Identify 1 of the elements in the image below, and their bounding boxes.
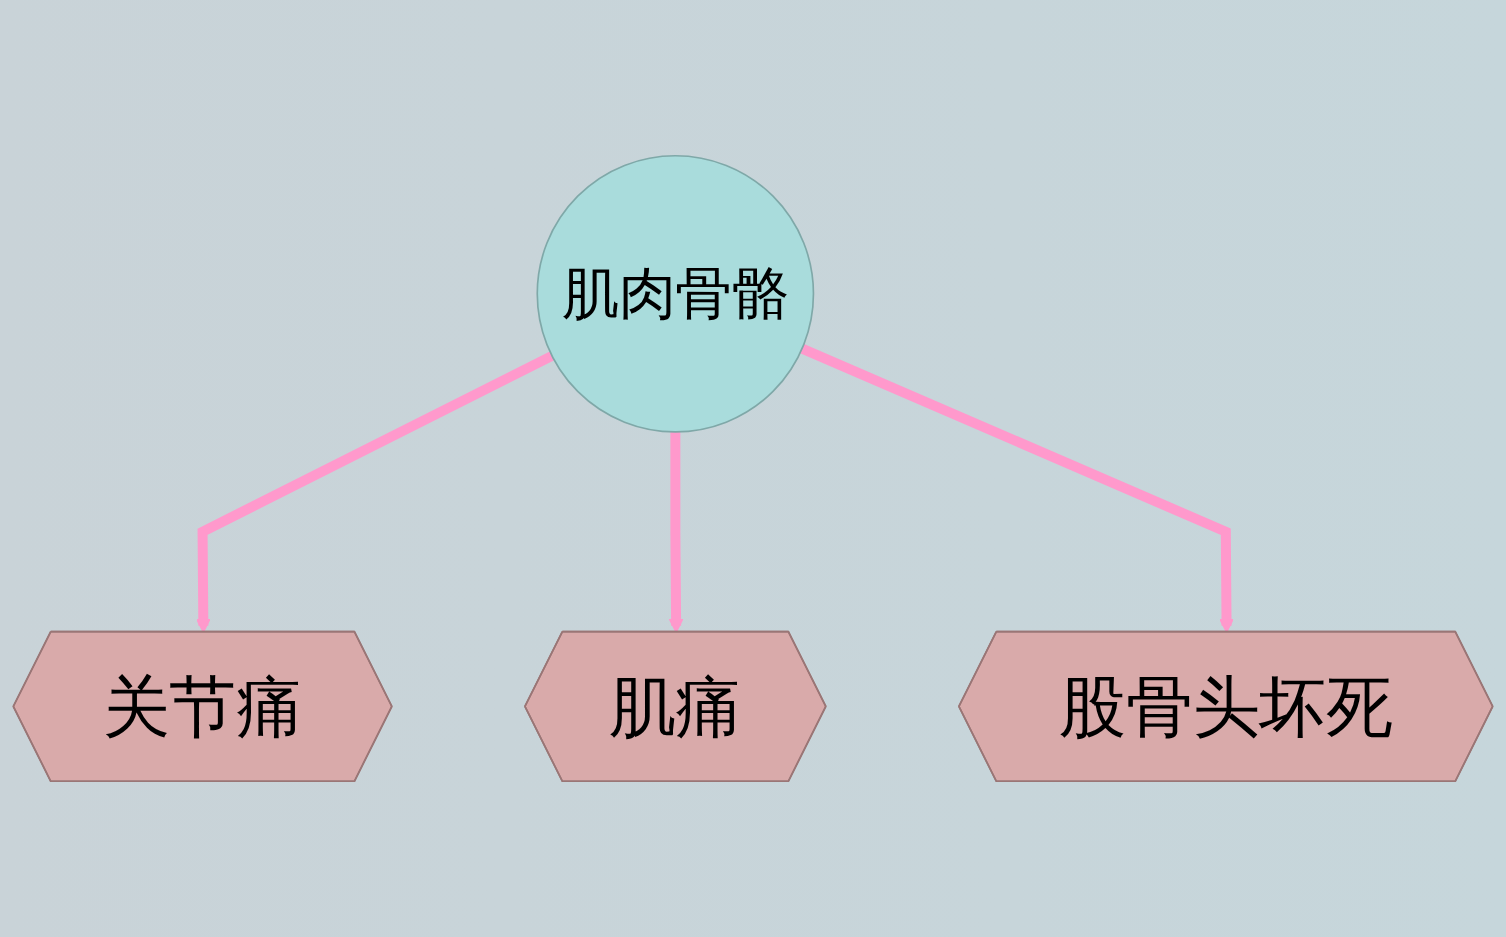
node-circle: 肌肉骨骼 [536, 154, 815, 433]
